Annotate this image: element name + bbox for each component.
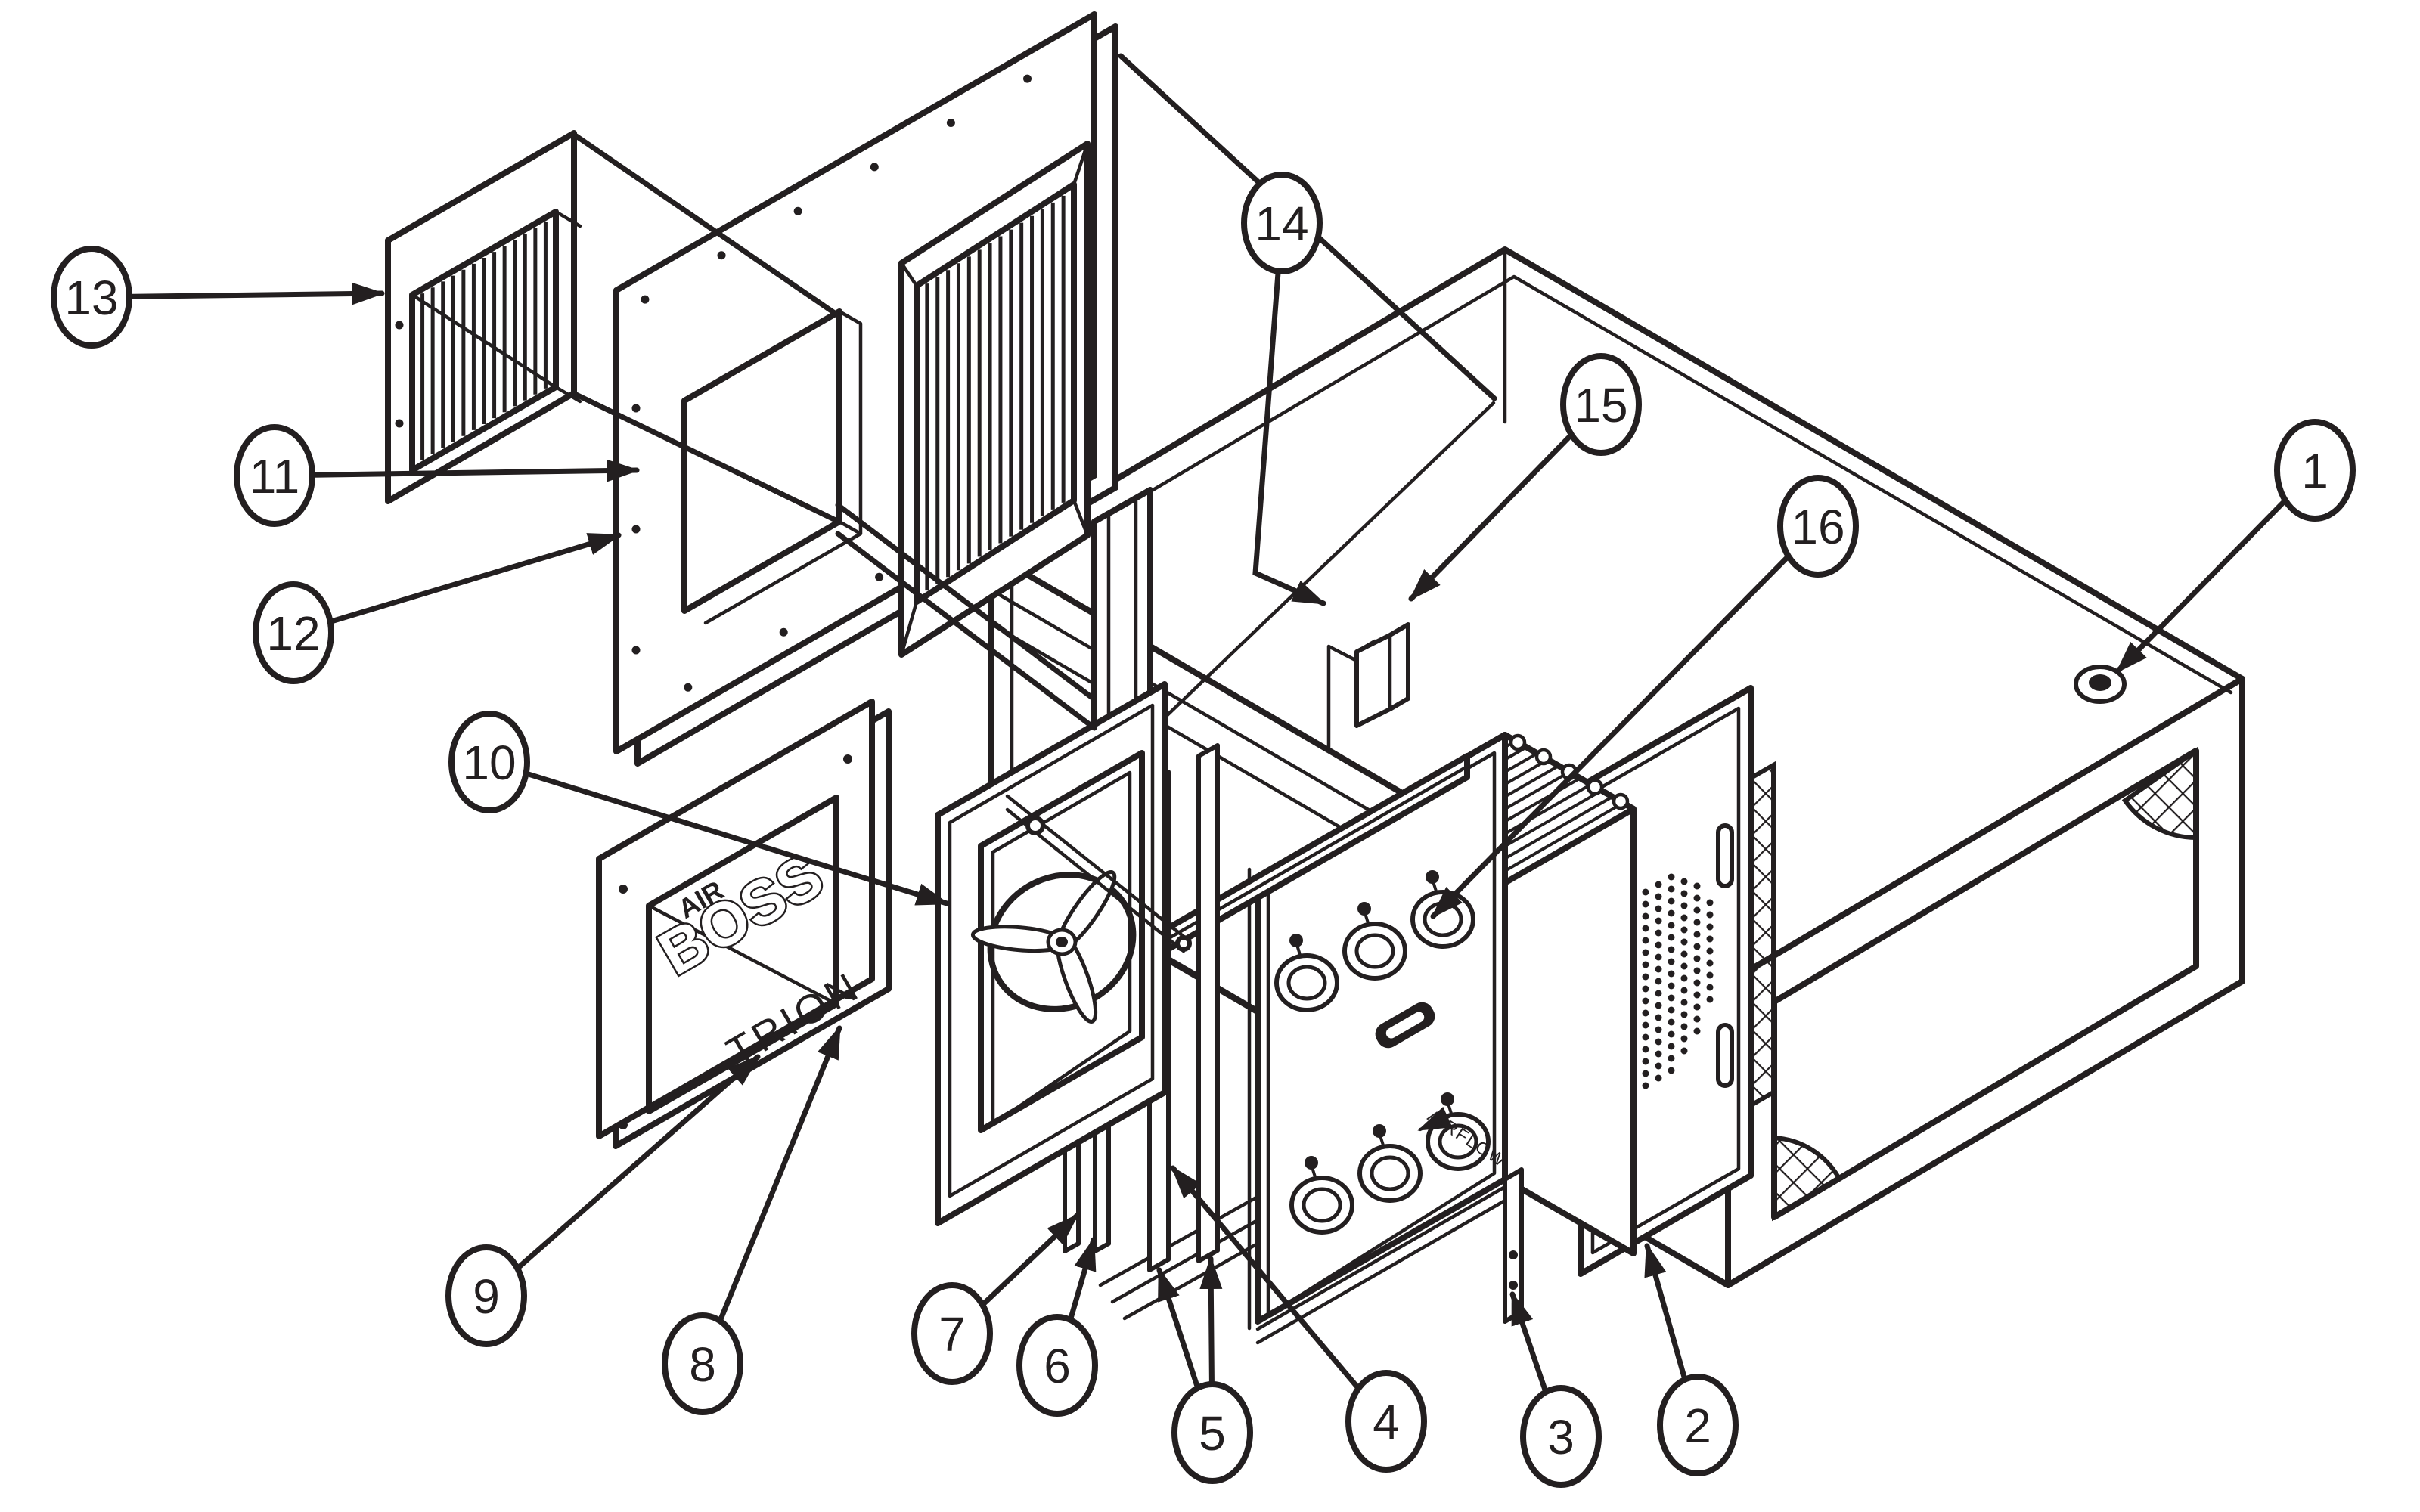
callout-number: 5 [1199,1406,1226,1461]
callout-13: 13 [51,246,385,349]
door-panel: AIR BOSS TRION [596,699,892,1149]
callout-leader [1252,220,1326,606]
callout-number: 3 [1547,1410,1575,1464]
grille-slats [925,195,1066,591]
door-front-plate [596,699,875,1139]
callout-16: 16 [1430,475,1859,919]
callout-circle [1560,353,1642,456]
callout-number: 2 [1684,1399,1711,1453]
callout-7: 7 [911,1213,1080,1385]
callout-number: 7 [939,1307,966,1362]
callout-leader [88,282,385,305]
callout-5: 5 [1156,1256,1253,1484]
callout-circle [234,424,315,527]
junction-box [1326,622,1410,753]
callout-number: 14 [1255,197,1308,251]
callout-number: 9 [473,1269,500,1324]
fan-assembly [935,487,1192,1226]
callout-number: 11 [250,449,299,503]
grille-diagonal [410,293,558,389]
panel-slot-top [1716,823,1734,888]
callout-4: 4 [1170,1165,1427,1473]
grommet [2074,665,2127,704]
cell-handle [1375,1002,1435,1049]
callout-11: 11 [234,424,640,527]
callout-number: 6 [1044,1339,1071,1393]
power-wire [1326,644,1359,753]
callout-circle [445,1244,527,1347]
callout-number: 13 [64,271,118,325]
callout-number: 1 [2301,444,2328,498]
callout-leader [290,532,622,636]
callout-leader [1430,523,1821,919]
callout-number: 16 [1791,500,1844,554]
callout-leader [700,1025,842,1367]
callout-number: 15 [1574,378,1627,432]
callout-circle [1657,1374,1739,1476]
callout-10: 10 [448,711,950,906]
inner-panel [613,11,1097,754]
projection-lines [573,133,1097,731]
callout-circle [1345,1370,1427,1473]
callout-circle [2274,419,2356,522]
door-diagonal [647,903,839,1006]
callout-number: 8 [689,1337,716,1392]
callout-circle [1777,475,1859,578]
callout-6: 6 [1016,1237,1098,1417]
callout-leader [483,1054,761,1299]
brace-bolt-bottom [1175,935,1192,952]
callout-number: 4 [1373,1395,1400,1449]
corner-screen-bottom [1772,1135,1843,1222]
callout-circle [1016,1314,1098,1417]
callout-leader [271,459,640,482]
callout-circle [51,246,132,349]
filter-frame-4 [1196,743,1220,1263]
callout-9: 9 [445,1054,761,1347]
callout-leader [1170,1165,1389,1424]
wall-panel-assembly [613,11,1118,767]
callout-circle [448,711,530,813]
callout-1: 1 [2114,419,2356,674]
electrostatic-cell: AIRFLOW [1247,732,1637,1345]
callout-15: 15 [1408,353,1642,602]
projection-line-top [1118,53,1497,401]
corner-screen-top [2121,746,2198,841]
panel-slot-bottom [1716,1023,1734,1088]
callout-number: 10 [462,736,516,790]
callout-2: 2 [1644,1243,1739,1476]
brace-bolt-top [1025,816,1045,835]
callout-circle [1241,172,1323,274]
callout-12: 12 [253,532,622,684]
mounted-grille [898,141,1091,658]
callout-circle [911,1282,993,1385]
fan-propeller [970,870,1117,1024]
callout-3: 3 [1509,1291,1602,1488]
callout-circle [662,1312,743,1415]
callout-leader [486,759,950,906]
callout-number: 12 [266,606,320,661]
cabinet [988,53,2245,1288]
callout-circle [1520,1385,1602,1488]
callout-leader [2114,467,2318,674]
louvered-grille [385,130,582,504]
callout-circle [253,581,334,684]
callout-circle [1171,1381,1253,1484]
callout-8: 8 [662,1025,842,1415]
callout-14: 14 [1241,172,1326,606]
